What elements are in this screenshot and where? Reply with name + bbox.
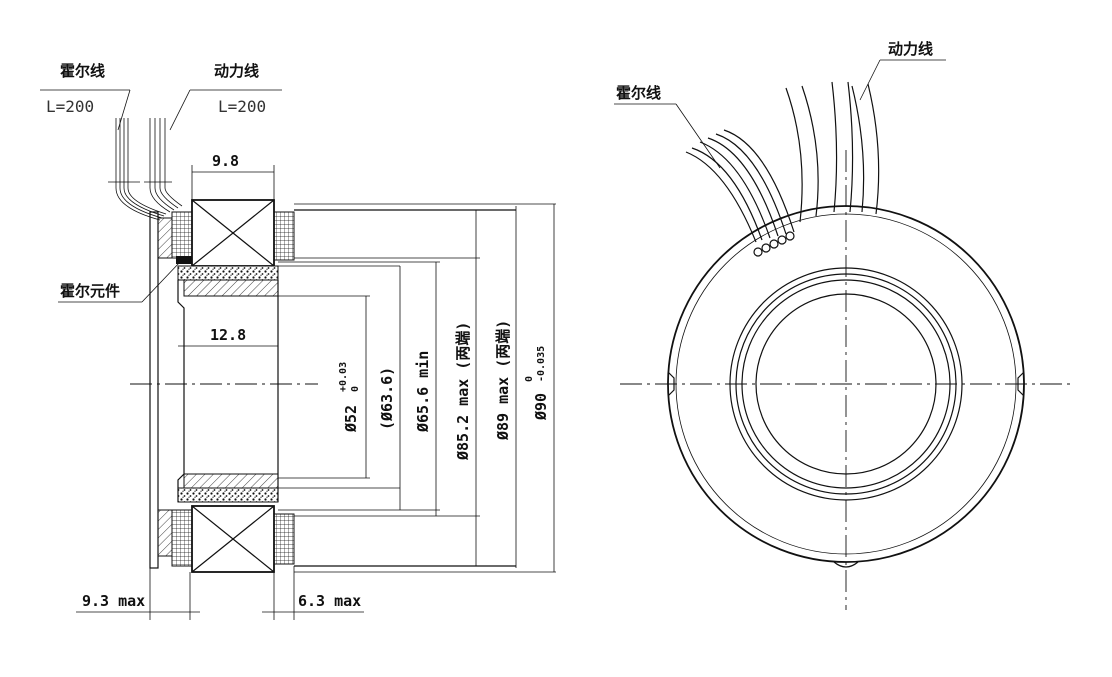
dim-min: Ø65.6 min [414, 262, 437, 516]
dim-right-max: 6.3 max [262, 566, 364, 620]
front-view: 霍尔线 动力线 [614, 40, 1072, 610]
hall-wire-callout: 霍尔线 L=200 [40, 62, 131, 131]
power-wire-length: L=200 [218, 97, 266, 116]
dim-bore: Ø52 +0.03 0 [338, 296, 367, 478]
svg-text:0: 0 [524, 376, 535, 382]
dim-inner-width: 12.8 [178, 326, 278, 347]
svg-text:Ø65.6 min: Ø65.6 min [414, 351, 432, 433]
stator-coil-bottom [191, 505, 275, 573]
section-view: 霍尔线 L=200 动力线 L=200 霍尔元件 [40, 62, 556, 620]
hall-cables [685, 129, 795, 243]
power-wire-label: 动力线 [214, 62, 259, 80]
dim-85: Ø85.2 max (两端) [454, 210, 477, 566]
magnet-ring-bottom [177, 487, 279, 503]
svg-text:Ø85.2 max (两端): Ø85.2 max (两端) [454, 322, 472, 461]
hall-wire-label-right: 霍尔线 [616, 84, 661, 102]
svg-text:0: 0 [350, 386, 361, 392]
power-wire-label-right: 动力线 [888, 40, 933, 58]
svg-text:Ø89 max (两端): Ø89 max (两端) [494, 320, 512, 441]
svg-text:9.8: 9.8 [212, 152, 239, 170]
power-cables [785, 81, 880, 223]
hall-wire-callout-right: 霍尔线 [614, 84, 721, 169]
svg-text:9.3 max: 9.3 max [82, 592, 145, 610]
stator-coil-top [191, 199, 275, 267]
power-wire-callout-right: 动力线 [859, 40, 946, 101]
power-wire-callout: 动力线 L=200 [169, 62, 282, 131]
dim-outer: Ø90 0 -0.035 [524, 204, 555, 572]
hall-element-label: 霍尔元件 [60, 282, 120, 300]
svg-text:(Ø63.6): (Ø63.6) [378, 367, 396, 430]
hall-element-callout: 霍尔元件 [58, 261, 181, 303]
svg-text:6.3 max: 6.3 max [298, 592, 361, 610]
end-plate [149, 211, 159, 569]
dim-left-max: 9.3 max [76, 568, 200, 620]
svg-text:12.8: 12.8 [210, 326, 246, 344]
svg-text:-0.035: -0.035 [536, 346, 547, 382]
dim-ref: (Ø63.6) [378, 266, 401, 510]
magnet-ring-top [177, 265, 279, 281]
wire-bundle [108, 118, 183, 221]
hall-wire-label: 霍尔线 [60, 62, 105, 80]
dim-89: Ø89 max (两端) [494, 206, 517, 568]
svg-text:Ø90: Ø90 [532, 393, 550, 421]
svg-text:+0.03: +0.03 [338, 362, 349, 392]
svg-text:Ø52: Ø52 [342, 405, 360, 433]
hall-wire-length: L=200 [46, 97, 94, 116]
dim-width-top: 9.8 [191, 152, 275, 200]
